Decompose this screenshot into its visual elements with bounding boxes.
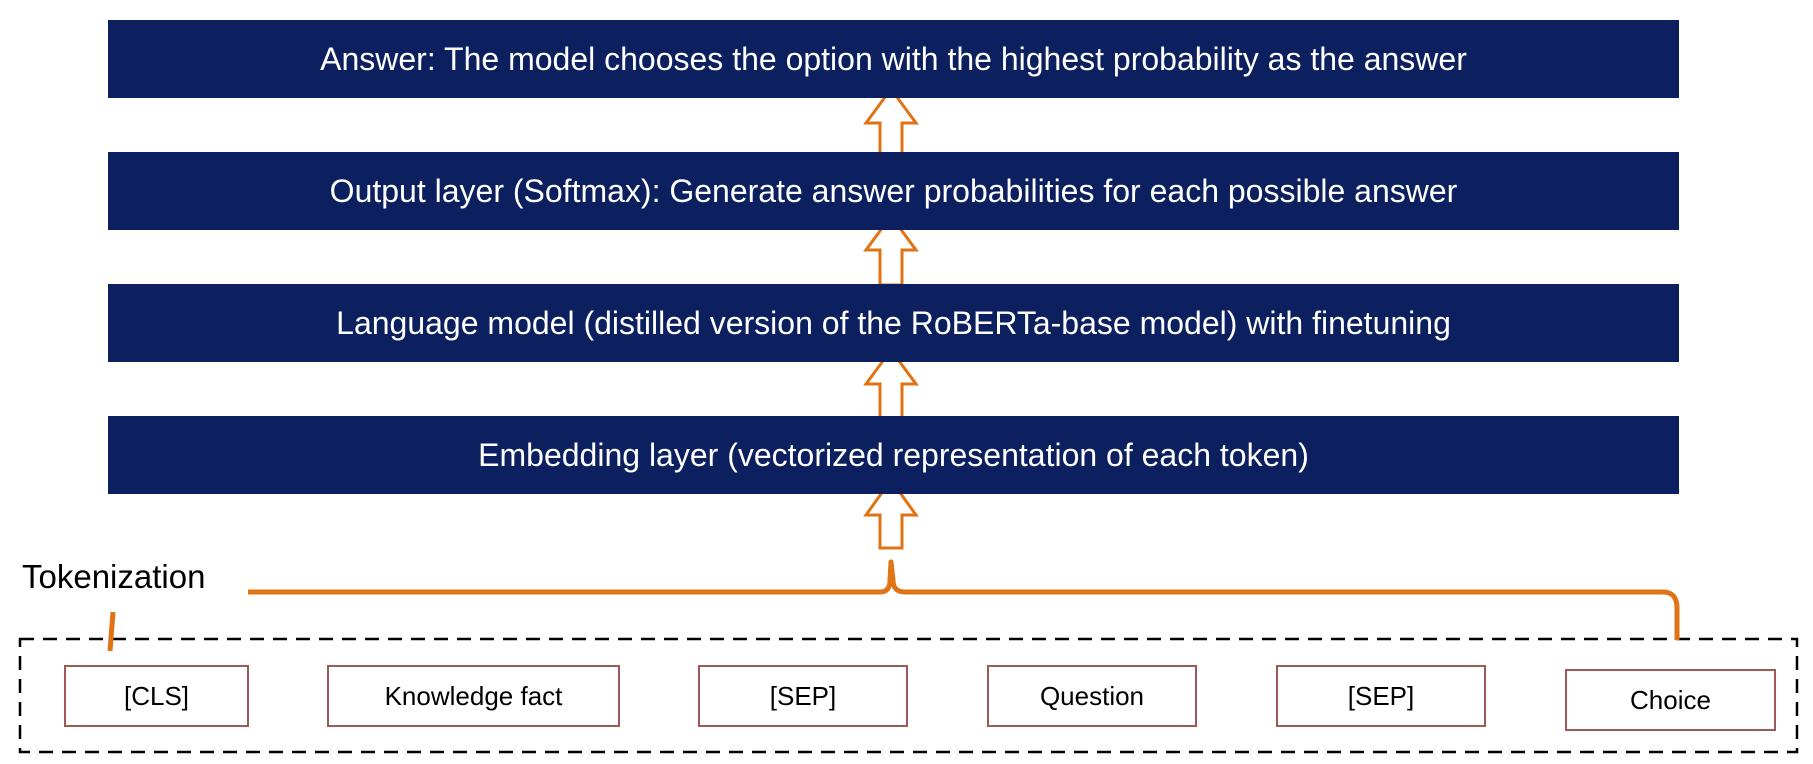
output-layer-label: Output layer (Softmax): Generate answer … xyxy=(329,172,1458,209)
embedding-layer: Embedding layer (vectorized representati… xyxy=(108,416,1679,494)
output-layer: Output layer (Softmax): Generate answer … xyxy=(108,152,1679,230)
token-sep-1: [SEP] xyxy=(698,665,908,727)
embedding-layer-label: Embedding layer (vectorized representati… xyxy=(478,436,1309,473)
token-knowledge-fact: Knowledge fact xyxy=(327,665,620,727)
arrow-up-1 xyxy=(863,86,919,158)
tokenization-label: Tokenization xyxy=(22,558,206,595)
arrow-up-4 xyxy=(863,477,919,550)
token-sep-2: [SEP] xyxy=(1276,665,1486,727)
token-question: Question xyxy=(987,665,1197,727)
tokenization-bracket-left-tick xyxy=(107,611,116,652)
arrow-up-2 xyxy=(863,213,919,287)
token-choice: Choice xyxy=(1565,669,1776,731)
answer-layer-label: Answer: The model chooses the option wit… xyxy=(320,40,1467,77)
token-cls: [CLS] xyxy=(64,665,249,727)
token-sequence-frame xyxy=(18,637,1799,754)
language-model-layer-label: Language model (distilled version of the… xyxy=(336,304,1451,341)
language-model-layer: Language model (distilled version of the… xyxy=(108,284,1679,362)
tokenization-bracket xyxy=(248,559,1680,640)
arrow-up-3 xyxy=(863,347,919,420)
answer-layer: Answer: The model chooses the option wit… xyxy=(108,20,1679,98)
